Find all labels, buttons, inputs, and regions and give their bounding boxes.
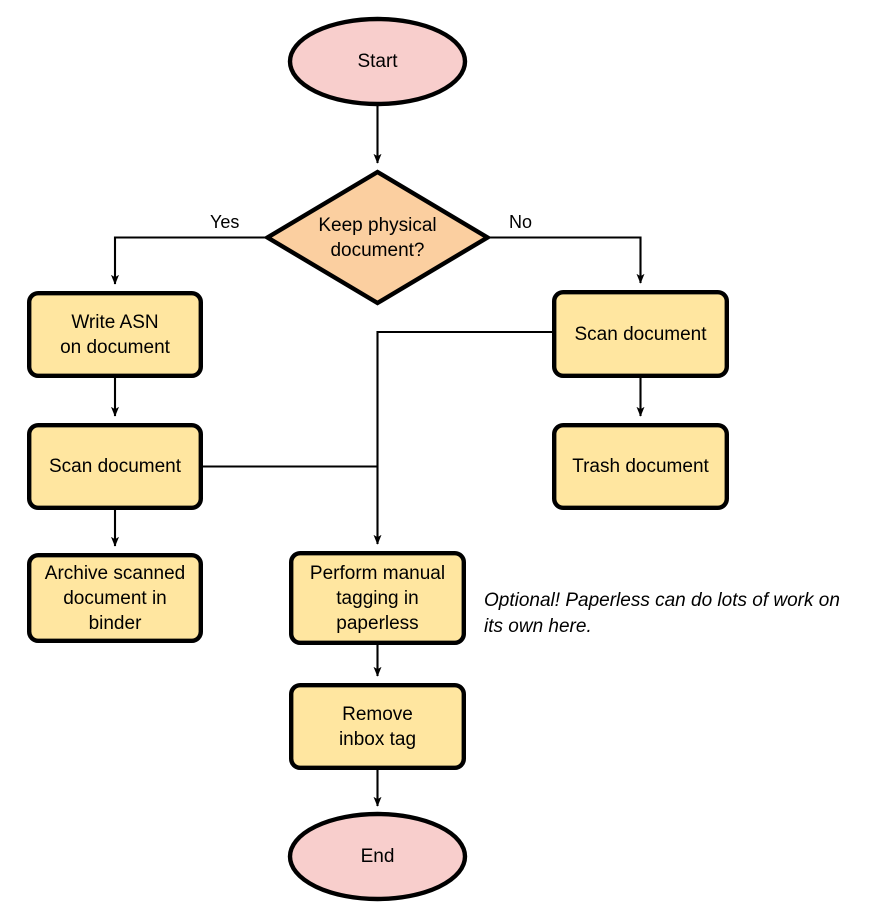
node-manual-tagging-shape[interactable] [289, 551, 467, 646]
node-end-shape[interactable] [287, 811, 468, 902]
node-scan-document-left-shape[interactable] [27, 423, 204, 511]
node-start-shape[interactable] [287, 16, 468, 107]
node-trash-document-shape[interactable] [552, 423, 730, 511]
edge-decision-no-to-scan-right [490, 236, 645, 284]
node-write-asn-shape[interactable] [27, 291, 204, 379]
node-remove-inbox-tag-shape[interactable] [289, 683, 467, 771]
edge-label-no: No [509, 212, 533, 232]
edge-scan-right-to-tagging [373, 330, 552, 545]
edge-decision-yes-to-write-asn [111, 236, 265, 285]
node-scan-document-right-shape[interactable] [552, 290, 730, 379]
optional-note: Optional! Paperless can do lots of work … [484, 590, 840, 637]
edge-label-yes: Yes [210, 212, 240, 232]
node-decision-shape[interactable] [263, 169, 492, 306]
node-archive-shape[interactable] [27, 553, 204, 644]
